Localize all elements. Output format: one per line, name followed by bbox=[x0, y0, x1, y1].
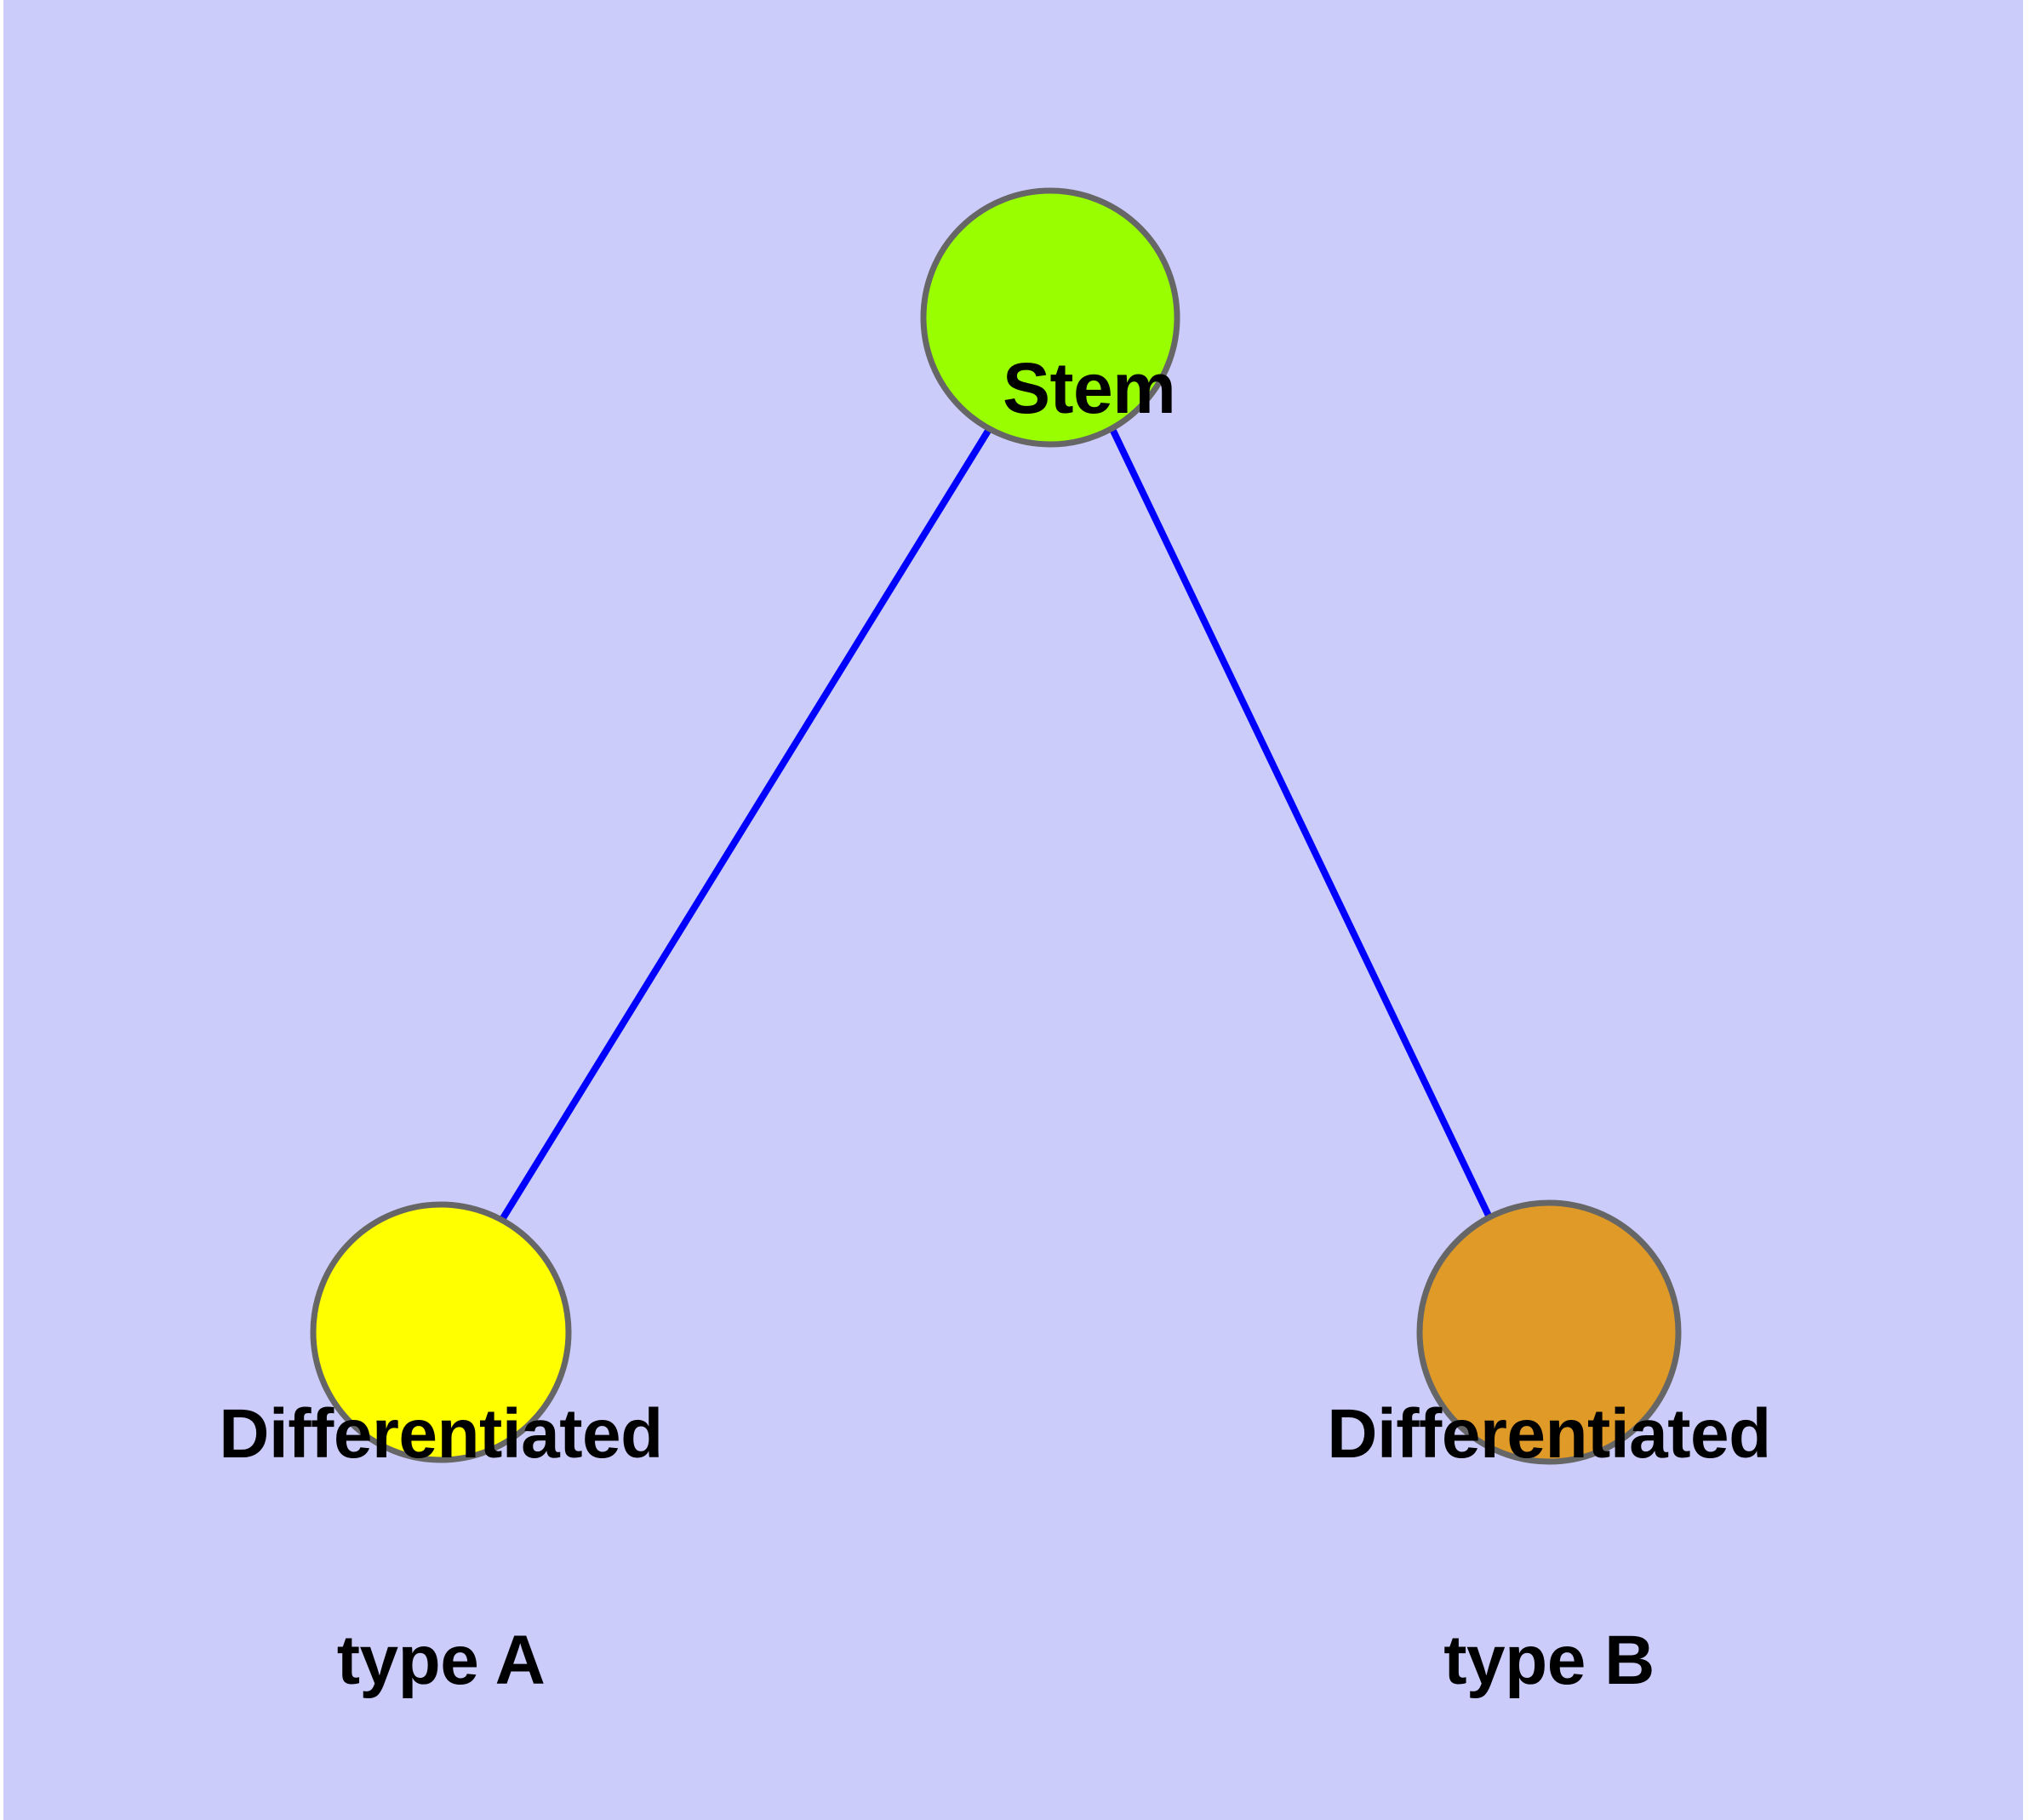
node-label-a-line2: type A bbox=[336, 1621, 546, 1699]
node-label-b-line2: type B bbox=[1443, 1621, 1655, 1699]
node-label-differentiated-type-b: Differentiated type B bbox=[1209, 1246, 1889, 1820]
edge-stem-to-differentiated-type-a bbox=[500, 428, 992, 1221]
node-label-a-line1: Differentiated bbox=[219, 1395, 663, 1474]
node-label-stem-text: Stem bbox=[1002, 347, 1176, 428]
node-layer bbox=[310, 187, 1682, 1465]
node-differentiated-type-b[interactable] bbox=[1416, 1199, 1682, 1465]
node-label-b-line1: Differentiated bbox=[1327, 1395, 1771, 1474]
edge-stem-to-differentiated-type-b bbox=[1110, 429, 1492, 1217]
node-differentiated-type-a[interactable] bbox=[310, 1201, 572, 1463]
node-stem[interactable] bbox=[920, 187, 1180, 448]
node-label-differentiated-type-a: Differentiated type A bbox=[100, 1246, 781, 1820]
node-label-stem: Stem bbox=[710, 272, 1391, 504]
edge-layer bbox=[500, 428, 1492, 1221]
